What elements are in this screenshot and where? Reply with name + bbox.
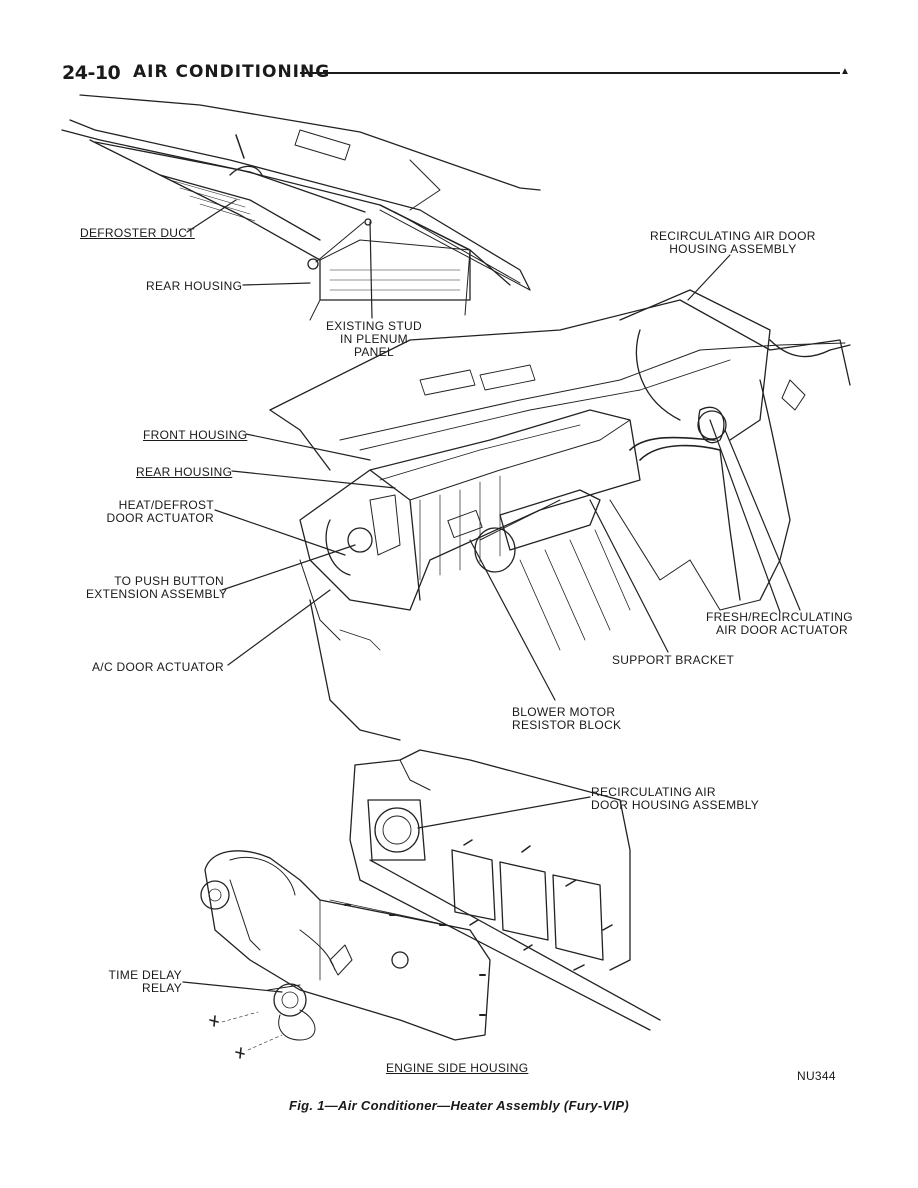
label-time-delay-relay: TIME DELAY RELAY (108, 968, 182, 995)
label-engine-side-housing: ENGINE SIDE HOUSING (386, 1061, 529, 1075)
label-front-housing: FRONT HOUSING (143, 428, 248, 442)
label-ac-door-actuator: A/C DOOR ACTUATOR (92, 660, 225, 674)
label-push-button-extension: TO PUSH BUTTON EXTENSION ASSEMBLY (86, 574, 228, 601)
label-recirc-air-door-bottom: RECIRCULATING AIR DOOR HOUSING ASSEMBLY (591, 785, 760, 812)
label-blower-motor-resistor-block: BLOWER MOTOR RESISTOR BLOCK (512, 705, 622, 732)
label-heat-defrost-door-actuator: HEAT/DEFROST DOOR ACTUATOR (106, 498, 214, 525)
label-recirc-air-door-top: RECIRCULATING AIR DOOR HOUSING ASSEMBLY (650, 229, 816, 256)
header-rule (300, 72, 840, 74)
leader-lines (182, 199, 801, 993)
label-rear-housing-top: REAR HOUSING (146, 279, 243, 293)
section-marker-icon: ▲ (840, 66, 850, 77)
section-title: AIR CONDITIONING (133, 62, 331, 82)
label-defroster-duct: DEFROSTER DUCT (80, 226, 195, 240)
page-header: 24-10 AIR CONDITIONING ▲ (62, 62, 852, 86)
lower-illustration (200, 749, 661, 1059)
upper-illustration (61, 94, 541, 321)
label-rear-housing-mid: REAR HOUSING (136, 465, 233, 479)
label-fresh-recirc-actuator: FRESH/RECIRCULATING AIR DOOR ACTUATOR (706, 610, 853, 637)
label-existing-stud: EXISTING STUD IN PLENUM PANEL (326, 319, 422, 359)
figure-caption: Fig. 1—Air Conditioner—Heater Assembly (… (289, 1098, 629, 1113)
label-support-bracket: SUPPORT BRACKET (612, 653, 735, 667)
main-assembly-illustration (269, 289, 851, 741)
figure-code: NU344 (797, 1069, 836, 1083)
page-number: 24-10 (62, 62, 121, 84)
